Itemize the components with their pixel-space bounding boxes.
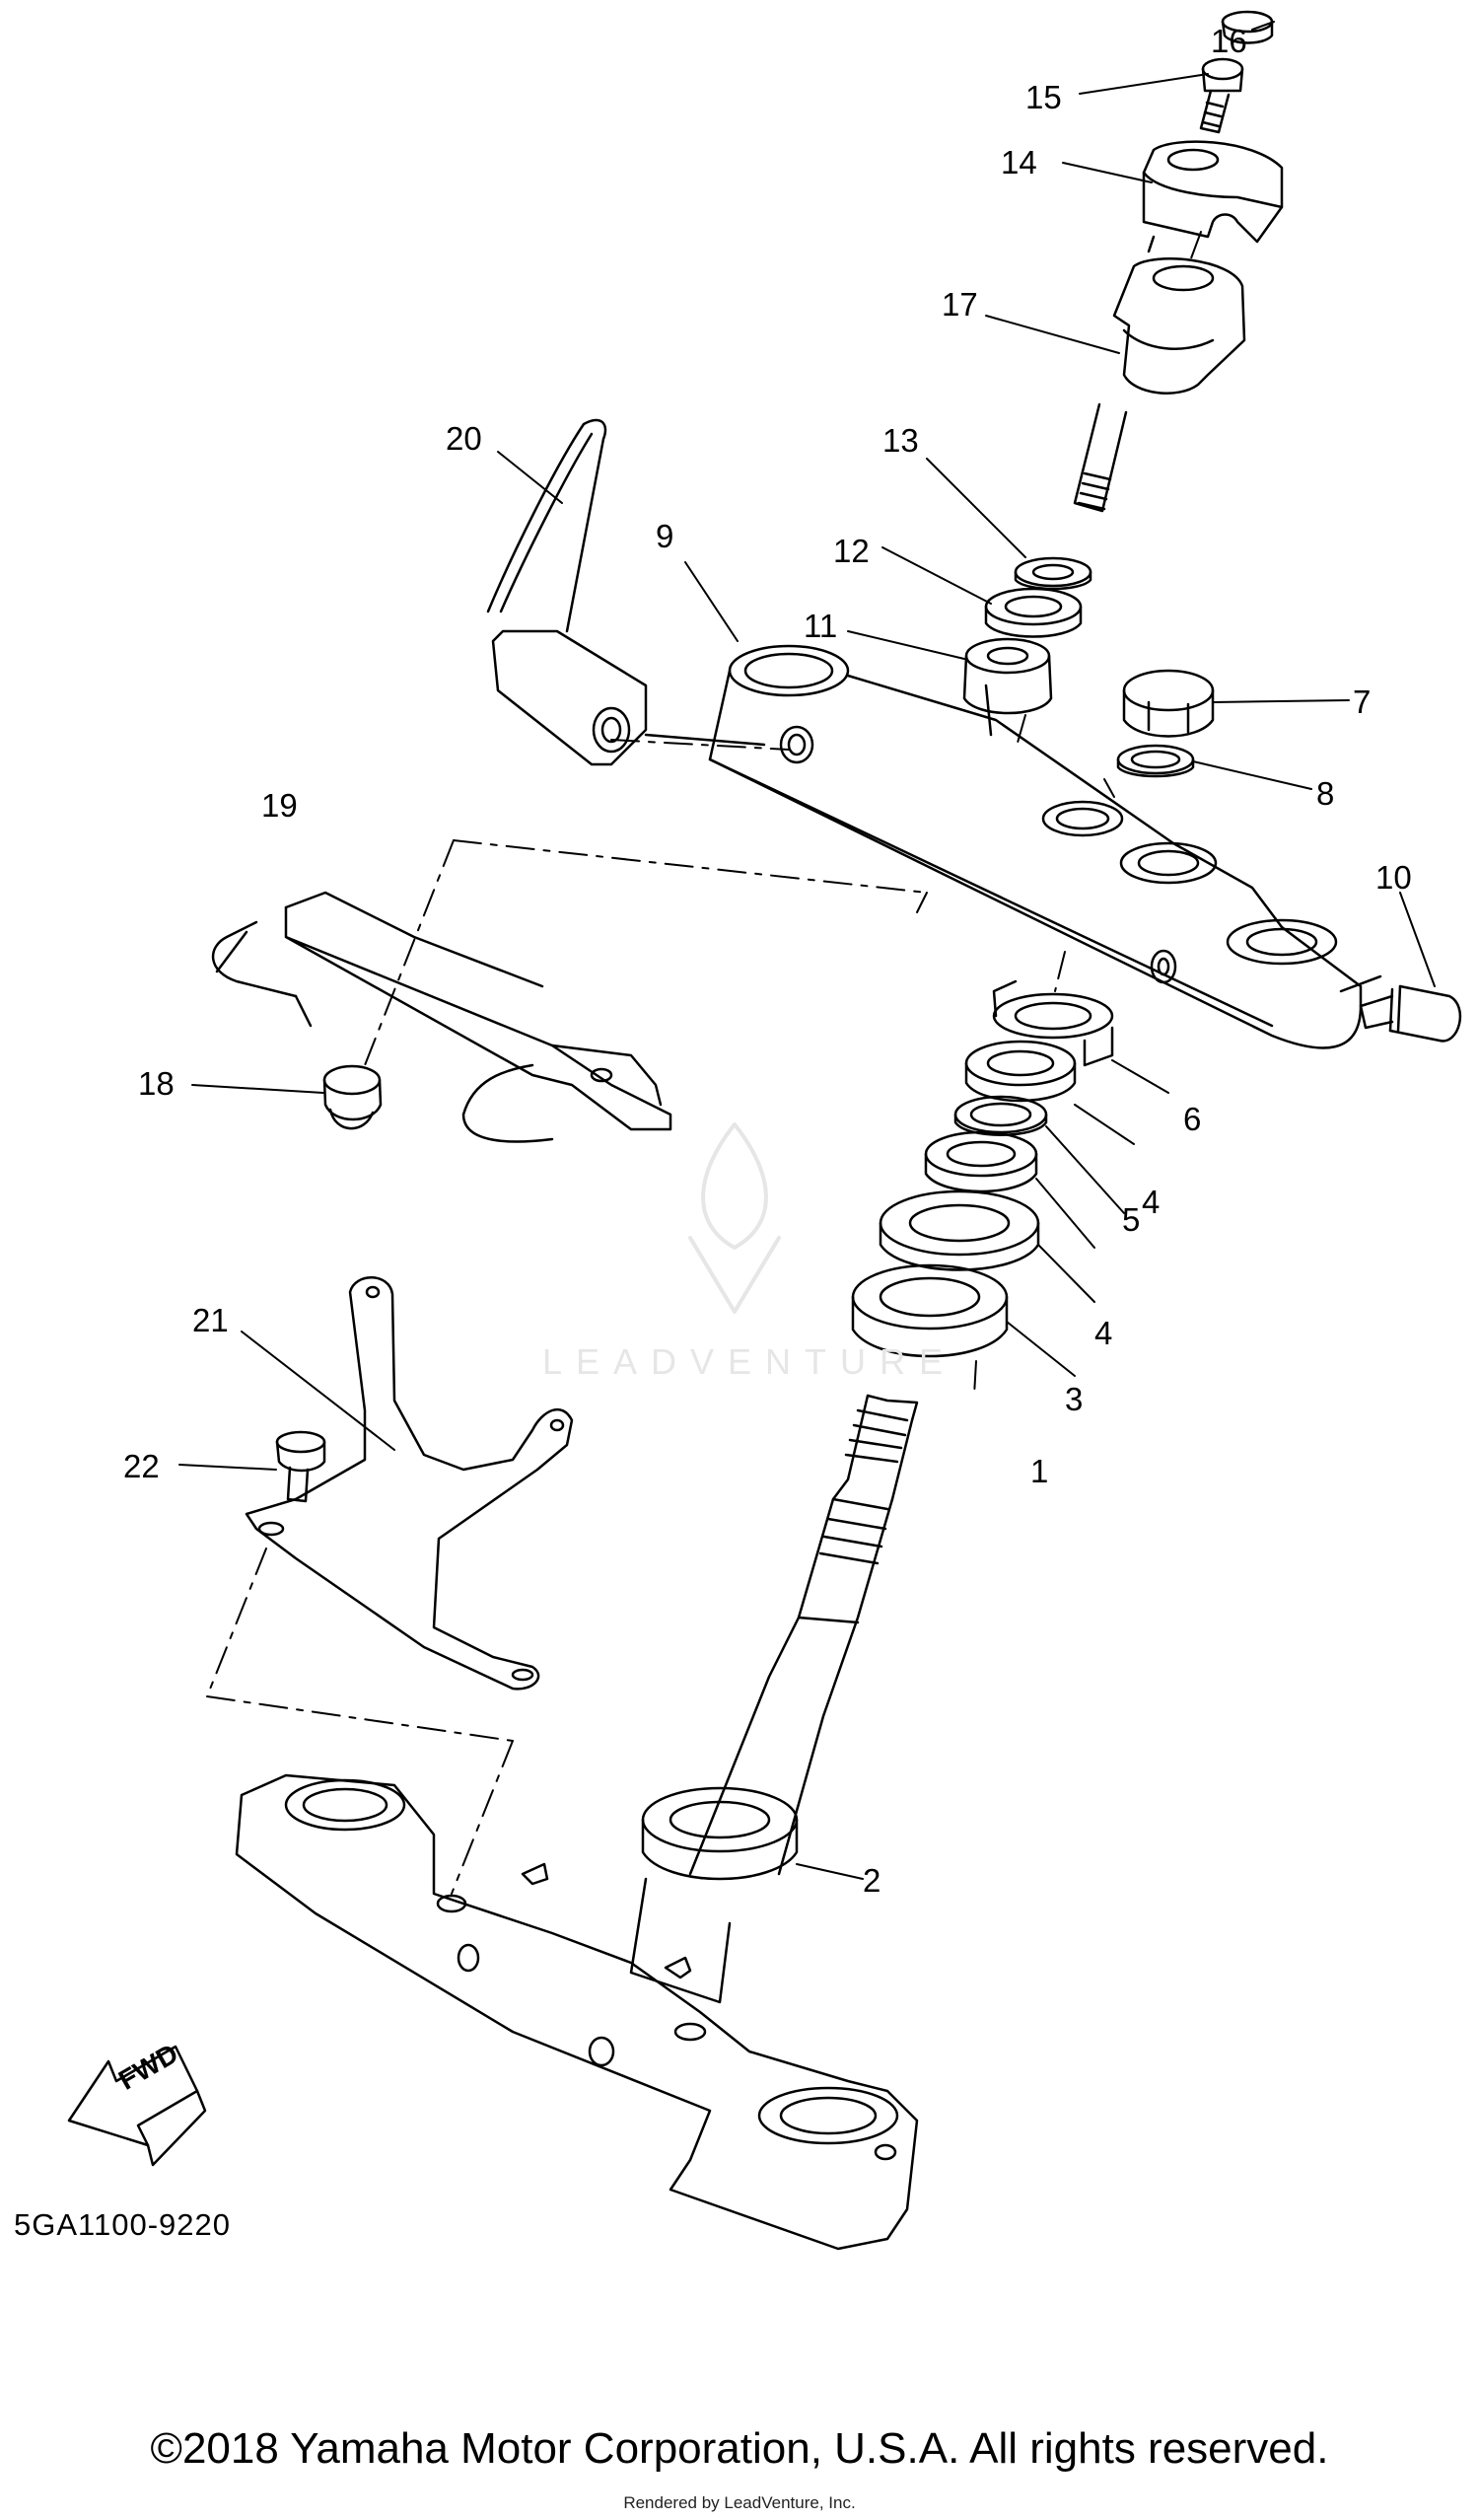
part-20-wire-guide: [486, 418, 766, 766]
watermark: LEADVENTURE: [541, 1341, 957, 1382]
part-5-rubber-washer: [953, 1095, 1048, 1136]
callout-9: 9: [656, 518, 674, 554]
part-10-bolt: [1359, 984, 1462, 1043]
part-3-bearing-cover: [879, 1189, 1040, 1271]
callout-5: 5: [1122, 1201, 1141, 1238]
callout-14: 14: [1001, 144, 1037, 180]
callout-16: 16: [1211, 23, 1247, 59]
callout-15: 15: [1025, 79, 1062, 115]
fwd-arrow-icon: [67, 2045, 207, 2167]
callout-21: 21: [192, 1302, 229, 1338]
part-8-washer: [1116, 744, 1195, 778]
callout-4-upper: 4: [1142, 1184, 1161, 1220]
rendered-by-notice: Rendered by LeadVenture, Inc.: [623, 2493, 856, 2512]
part-14-handlebar-holder-upper: [1142, 140, 1284, 244]
part-22-bolt: [275, 1430, 326, 1503]
leader-lines: [178, 21, 1436, 1895]
part-4-ring-nut-lower: [924, 1130, 1038, 1193]
callout-1: 1: [1030, 1453, 1049, 1489]
part-4-ring-nut-upper: [964, 1040, 1077, 1103]
part-18-nut: [322, 1064, 383, 1130]
callout-13: 13: [882, 422, 919, 459]
watermark-logo-icon: [688, 1122, 781, 1314]
part-17-handlebar-holder-lower: [1073, 235, 1246, 513]
part-steering-stem: [688, 1394, 919, 1876]
part-13-washer: [1014, 556, 1092, 591]
part-19-cable-guide: [211, 891, 672, 1143]
part-12-collar: [984, 587, 1083, 638]
callout-10: 10: [1375, 859, 1412, 896]
part-9-upper-bracket: [708, 644, 1382, 1049]
part-under-bracket: [235, 1773, 919, 2251]
part-21-hose-holder: [245, 1276, 574, 1691]
callout-19: 19: [261, 787, 298, 824]
callout-8: 8: [1316, 775, 1335, 812]
diagram-part-code: 5GA1100-9220: [14, 2207, 231, 2242]
callout-18: 18: [138, 1065, 175, 1102]
callout-7: 7: [1353, 684, 1372, 720]
callout-20: 20: [446, 420, 482, 457]
part-1-bearing: [851, 1263, 1009, 1358]
part-15-bolt: [1199, 57, 1244, 134]
callout-12: 12: [833, 533, 870, 569]
callout-4-lower: 4: [1094, 1315, 1113, 1351]
callout-17: 17: [942, 286, 978, 323]
part-2-lower-bearing: [629, 1786, 799, 2004]
copyright-notice: ©2018 Yamaha Motor Corporation, U.S.A. A…: [150, 2424, 1329, 2473]
callout-11: 11: [804, 608, 838, 644]
callout-3: 3: [1065, 1381, 1084, 1417]
callout-6: 6: [1183, 1101, 1202, 1137]
part-7-nut: [1122, 669, 1215, 738]
callout-22: 22: [123, 1448, 160, 1484]
part-6-lock-washer: [992, 979, 1114, 1067]
callout-2: 2: [863, 1862, 881, 1899]
part-11-bushing: [962, 637, 1053, 737]
